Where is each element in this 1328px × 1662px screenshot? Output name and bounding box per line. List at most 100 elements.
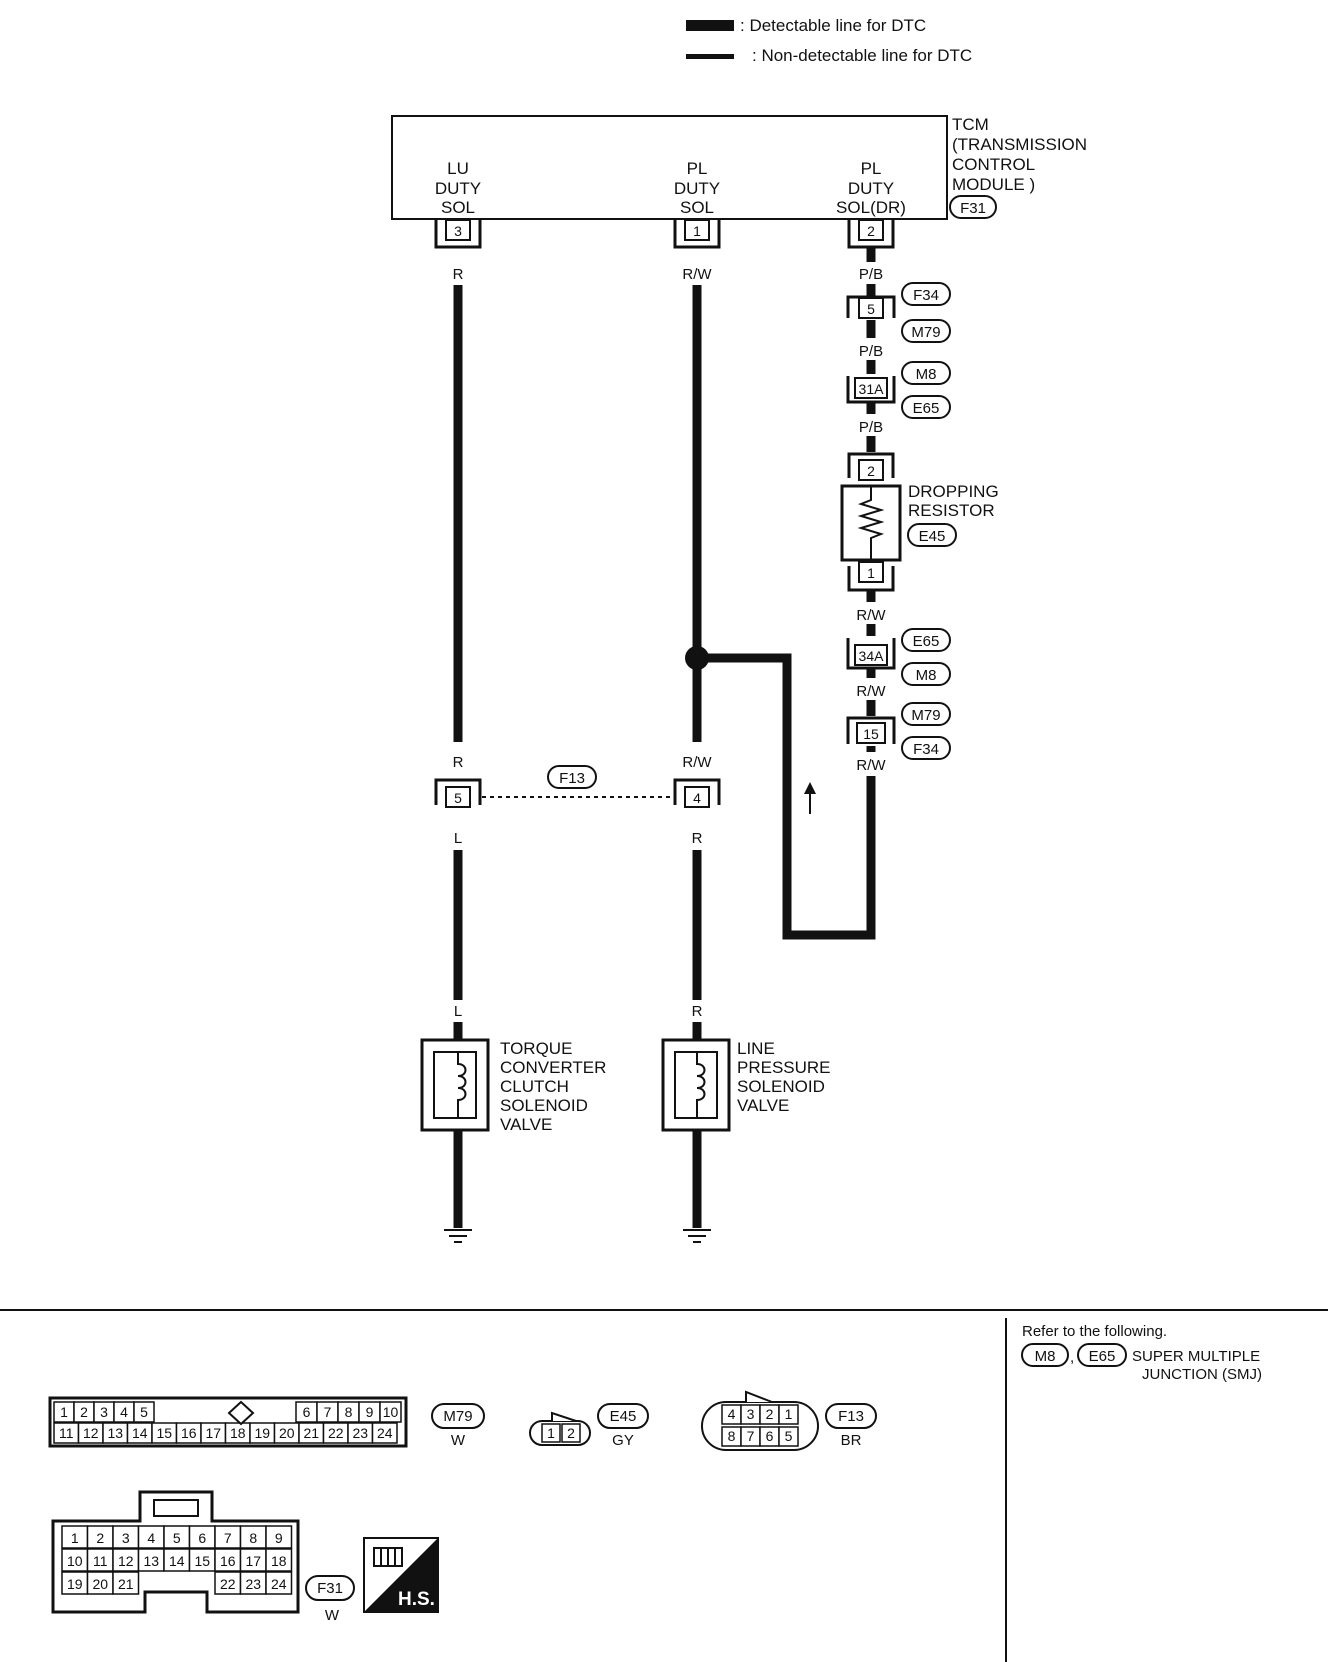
conn-31a-badge-1 (901, 361, 951, 385)
legend: : Detectable line for DTC : Non-detectab… (686, 16, 972, 65)
f31-face-pin-21-cell (112, 1571, 140, 1595)
tcm-term-lu-line-2: DUTY (435, 179, 481, 198)
tcm-socket-lu (434, 219, 482, 249)
tcm-socket-pl (673, 219, 721, 249)
resistor-top-socket (847, 452, 895, 478)
f31-face-pin-6-label: 6 (198, 1530, 206, 1546)
dr-wire-1-color: P/B (859, 343, 883, 360)
refer-desc-line-1: SUPER MULTIPLE (1132, 1348, 1260, 1365)
conn-5-badge-2 (901, 319, 951, 343)
lu-wire-low-color: L (454, 830, 462, 847)
f31-face-pin-17-label: 17 (245, 1553, 261, 1569)
conn-15-socket (846, 716, 896, 744)
m79-key-icon (227, 1400, 255, 1426)
f13-color: BR (841, 1432, 862, 1449)
tcm-title-line-1: TCM (952, 115, 989, 134)
m79-pin-21-label: 21 (303, 1425, 319, 1441)
tcm-term-pl-line-1: PL (687, 159, 708, 178)
pl-f13-pin-box (684, 786, 710, 808)
f31-face-pin-1-label: 1 (71, 1530, 79, 1546)
refer-id-2: E65 (1089, 1348, 1116, 1365)
f31-face-pin-11-label: 11 (93, 1553, 108, 1569)
refer-id-1: M8 (1035, 1348, 1056, 1365)
e45-cell-1 (541, 1423, 561, 1443)
resistor-bottom-socket (847, 566, 895, 592)
legend-non-detectable-swatch (686, 54, 734, 59)
m79-pin-20-label: 20 (279, 1425, 295, 1441)
conn-15-badge-2 (901, 736, 951, 760)
m79-pin-16-label: 16 (181, 1425, 197, 1441)
tcm-pin-lu-box (445, 219, 471, 241)
f31-face-id: F31 (317, 1580, 343, 1597)
conn-15-badge-1 (901, 702, 951, 726)
tcm-pin-dr: 2 (867, 223, 875, 239)
m79-pin-5-cell (133, 1401, 155, 1423)
line-pressure-label-line-2: PRESSURE (737, 1058, 831, 1077)
line-pressure-label-line-3: SOLENOID (737, 1077, 825, 1096)
conn-15-id-2: F34 (913, 741, 939, 758)
f31-face-badge (305, 1575, 355, 1601)
m79-pin-9-label: 9 (366, 1404, 374, 1420)
m79-pin-22-label: 22 (328, 1425, 344, 1441)
legend-non-detectable-text: : Non-detectable line for DTC (752, 46, 972, 65)
tcm-pin-pl-box (684, 219, 710, 241)
dr-wire-2-color: P/B (859, 419, 883, 436)
m79-pin-12-label: 12 (83, 1425, 99, 1441)
f13-badge (547, 765, 597, 789)
f31-face-pin-19-label: 19 (67, 1576, 83, 1592)
f31-face-pin-2-label: 2 (96, 1530, 104, 1546)
conn-5-id-1: F34 (913, 287, 939, 304)
resistor-label-line-1: DROPPING (908, 482, 999, 501)
dr-wire-5-color: R/W (856, 757, 886, 774)
pl-wire-bottom-color: R (692, 1003, 703, 1020)
tcm-term-dr-line-1: PL (861, 159, 882, 178)
pl-wire-low-color: R (692, 830, 703, 847)
f31-face-pin-9-cell (265, 1525, 293, 1549)
tcm-term-pl-line-2: DUTY (674, 179, 720, 198)
resistor-label-line-2: RESISTOR (908, 501, 995, 520)
resistor-bottom-pin-box (858, 561, 884, 583)
f31-face-pin-14-label: 14 (169, 1553, 185, 1569)
current-direction-arrow-icon (804, 782, 816, 814)
refer-badge-1 (1021, 1343, 1069, 1367)
m79-pin-4-label: 4 (120, 1404, 128, 1420)
tcc-label-line-5: VALVE (500, 1115, 552, 1134)
harness-side-icon: H.S. (363, 1537, 439, 1613)
conn-31a-id-2: E65 (913, 400, 940, 417)
f31-face-pin-24-label: 24 (271, 1576, 287, 1592)
f13-face-pin-2-label: 2 (766, 1406, 774, 1422)
m79-pin-19-label: 19 (254, 1425, 270, 1441)
m79-pin-2-label: 2 (80, 1404, 88, 1420)
f13-face-pin-1-label: 1 (785, 1406, 793, 1422)
m79-pin-18-label: 18 (230, 1425, 246, 1441)
resistor-top-pin: 2 (867, 463, 875, 479)
refer-desc-line-2: JUNCTION (SMJ) (1142, 1366, 1262, 1383)
f13-face-pin-4-label: 4 (728, 1406, 736, 1422)
f31-color: W (325, 1607, 340, 1624)
legend-detectable-swatch (686, 20, 734, 31)
m79-pin-10-label: 10 (383, 1404, 399, 1420)
pl-circuit: R/W R/W 4 F13 R R LINE PRESSURE SOLENOID… (482, 266, 831, 1243)
tcm-title-line-2: (TRANSMISSION (952, 135, 1087, 154)
resistor-id-badge (907, 523, 957, 547)
resistor-id: E45 (919, 528, 946, 545)
e45-color: GY (612, 1432, 634, 1449)
tcm-connector-id: F31 (960, 200, 986, 217)
f31-face-pin-12-label: 12 (118, 1553, 134, 1569)
conn-5-pin-box (858, 297, 884, 319)
f13-face-pin-7-label: 7 (747, 1428, 755, 1444)
hs-dark-triangle (364, 1538, 438, 1612)
tcm-term-pl-line-3: SOL (680, 198, 714, 217)
m79-pin-17-label: 17 (205, 1425, 221, 1441)
m79-pin-23-label: 23 (352, 1425, 368, 1441)
conn-34a-id-1: E65 (913, 633, 940, 650)
tcm-box (391, 115, 948, 220)
tcm-term-dr-line-2: DUTY (848, 179, 894, 198)
tcm-title-line-3: CONTROL (952, 155, 1035, 174)
f13-connector-id: F13 (559, 770, 585, 787)
tcm-pin-dr-box (858, 219, 884, 241)
f31-face-pin-10-label: 10 (67, 1553, 83, 1569)
conn-34a-badge-1 (901, 628, 951, 652)
e45-cell-2 (561, 1423, 581, 1443)
